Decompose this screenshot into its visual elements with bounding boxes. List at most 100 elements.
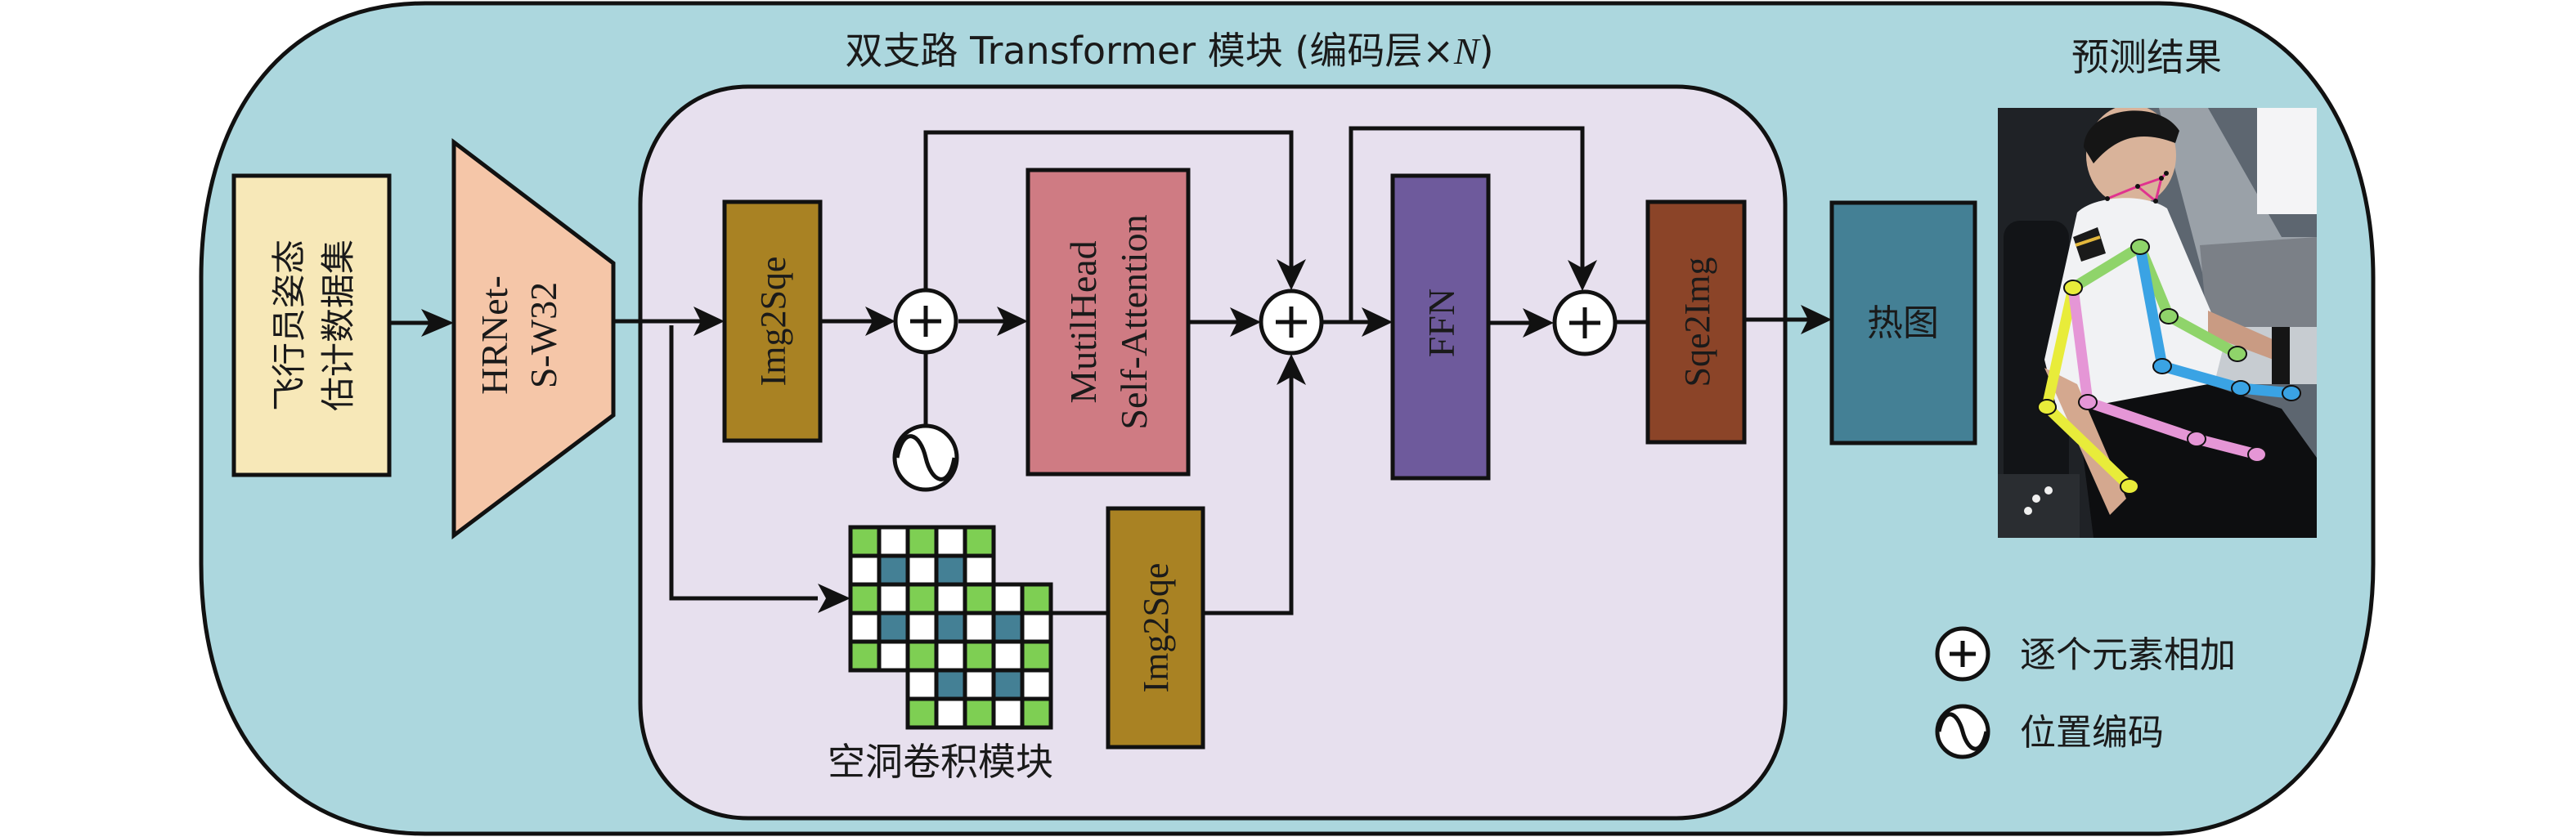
dilated-conv-module xyxy=(848,525,1053,730)
plus-circle-icon xyxy=(1935,626,1990,682)
arrow-dilated-branch-to-add2 xyxy=(1202,354,1306,615)
skip-connection-ffn xyxy=(1349,126,1597,322)
conv-grid-cell xyxy=(934,611,967,644)
conv-grid-cell xyxy=(934,582,967,615)
pose-face-point xyxy=(2159,176,2164,181)
conv-grid-cell xyxy=(1020,611,1053,644)
legend-item-position-encoding: 位置编码 xyxy=(1935,704,2164,759)
conv-grid-cell xyxy=(848,611,882,644)
arrow-dataset-to-backbone xyxy=(389,309,454,337)
conv-grid-cell xyxy=(1020,696,1053,730)
conv-grid-cell xyxy=(905,582,939,615)
heatmap-label: 热图 xyxy=(1867,302,1939,344)
legend-item-elementwise-add: 逐个元素相加 xyxy=(1935,626,2236,682)
pose-joint xyxy=(2231,380,2251,396)
pose-bone xyxy=(2156,360,2246,394)
skip-connection-attention xyxy=(923,130,1306,290)
pose-joint xyxy=(2247,446,2267,463)
pose-face-point xyxy=(2153,199,2158,204)
conv-grid-cell xyxy=(991,611,1025,644)
pose-bone xyxy=(2191,433,2263,460)
conv-grid-cell xyxy=(877,639,910,673)
arrow-img2sqe-to-add1 xyxy=(820,307,895,336)
backbone-label-line1: HRNet- xyxy=(473,275,515,395)
conv-grid-cell xyxy=(991,639,1025,673)
dataset-label-line1: 飞行员姿态 xyxy=(269,239,309,411)
conv-grid-cell xyxy=(934,525,967,558)
pose-joint xyxy=(2120,478,2139,495)
conv-grid-cell xyxy=(963,611,996,644)
img2sqe-top-block: Img2Sqe xyxy=(722,199,823,443)
pose-joint xyxy=(2159,308,2179,325)
add2-plus-circle-icon xyxy=(1259,289,1324,356)
conv-grid-cell xyxy=(963,696,996,730)
conv-grid-cell xyxy=(963,525,996,558)
ffn-block: FFN xyxy=(1390,173,1491,481)
prediction-image xyxy=(1998,108,2317,538)
pose-face-point xyxy=(2105,196,2110,201)
conv-grid-cell xyxy=(934,668,967,701)
positional-encoding-sine-circle-icon xyxy=(892,423,959,492)
conv-grid-cell xyxy=(934,696,967,730)
ffn-label: FFN xyxy=(1420,289,1462,357)
pose-face-point xyxy=(2135,184,2140,189)
conv-grid-cell xyxy=(963,668,996,701)
conv-grid-cell xyxy=(877,525,910,558)
conv-grid-cell xyxy=(905,696,939,730)
conv-grid-cell xyxy=(991,696,1025,730)
dataset-block: 飞行员姿态 估计数据集 xyxy=(231,173,392,477)
legend-label-elementwise-add: 逐个元素相加 xyxy=(2020,634,2236,676)
add1-plus-circle-icon xyxy=(893,288,958,355)
backbone-block: HRNet- S-W32 xyxy=(451,137,616,540)
attention-label-line2: Self-Attention xyxy=(1113,214,1155,429)
conv-grid-cell xyxy=(848,525,882,558)
pose-face-line xyxy=(2154,177,2163,202)
attention-block: MutilHead Self-Attention xyxy=(1025,168,1191,477)
conv-grid-cell xyxy=(934,639,967,673)
conv-grid-cell xyxy=(934,553,967,587)
sqe2img-label: Sqe2Img xyxy=(1677,257,1717,387)
conv-grid-cell xyxy=(963,582,996,615)
conv-grid-cell xyxy=(905,668,939,701)
pose-face-line xyxy=(2107,185,2138,200)
arrow-ffn-to-add3 xyxy=(1488,308,1554,338)
pose-face-line xyxy=(2137,177,2162,188)
legend: 逐个元素相加 位置编码 xyxy=(1935,626,2236,759)
img2sqe-bottom-block: Img2Sqe xyxy=(1106,506,1205,750)
backbone-label-line2: S-W32 xyxy=(523,282,564,388)
arrow-attention-to-add2 xyxy=(1188,307,1261,337)
prediction-title: 预测结果 xyxy=(2071,35,2222,79)
attention-label-line1: MutilHead xyxy=(1062,240,1104,403)
legend-label-position-encoding: 位置编码 xyxy=(2020,712,2164,754)
conv-grid-cell xyxy=(877,611,910,644)
img2sqe-top-label: Img2Sqe xyxy=(753,257,793,387)
pose-bone xyxy=(2067,282,2094,408)
pose-bone xyxy=(2041,282,2079,413)
pose-face-line xyxy=(2137,185,2156,203)
arrow-backbone-to-img2sqe xyxy=(613,307,725,336)
arrow-add1-to-attention xyxy=(958,307,1028,336)
conv-grid-cell xyxy=(877,553,910,587)
conv-grid-cell xyxy=(848,639,882,673)
conv-grid-cell xyxy=(848,553,882,587)
sine-circle-icon xyxy=(1935,704,1990,759)
conv-grid-cell xyxy=(1020,639,1053,673)
pose-bone xyxy=(2163,311,2243,360)
conv-grid-cell xyxy=(991,668,1025,701)
pose-joint xyxy=(2152,358,2172,374)
conv-grid-cell xyxy=(848,582,882,615)
add3-plus-circle-icon xyxy=(1552,289,1618,356)
pose-joint xyxy=(2063,280,2083,296)
dilated-conv-grid-2 xyxy=(905,582,1053,730)
arrow-branch-to-dilated-conv xyxy=(669,325,850,613)
pose-face-point xyxy=(2164,171,2169,176)
dilated-conv-label: 空洞卷积模块 xyxy=(828,740,1053,784)
pose-joint xyxy=(2078,394,2098,410)
conv-grid-cell xyxy=(1020,582,1053,615)
dataset-label-line2: 估计数据集 xyxy=(318,239,358,411)
pose-bone xyxy=(2067,241,2146,293)
conv-grid-cell xyxy=(877,582,910,615)
module-title: 双支路 Transformer 模块 (编码层×N) xyxy=(845,29,1493,73)
heatmap-block: 热图 xyxy=(1829,200,1977,445)
